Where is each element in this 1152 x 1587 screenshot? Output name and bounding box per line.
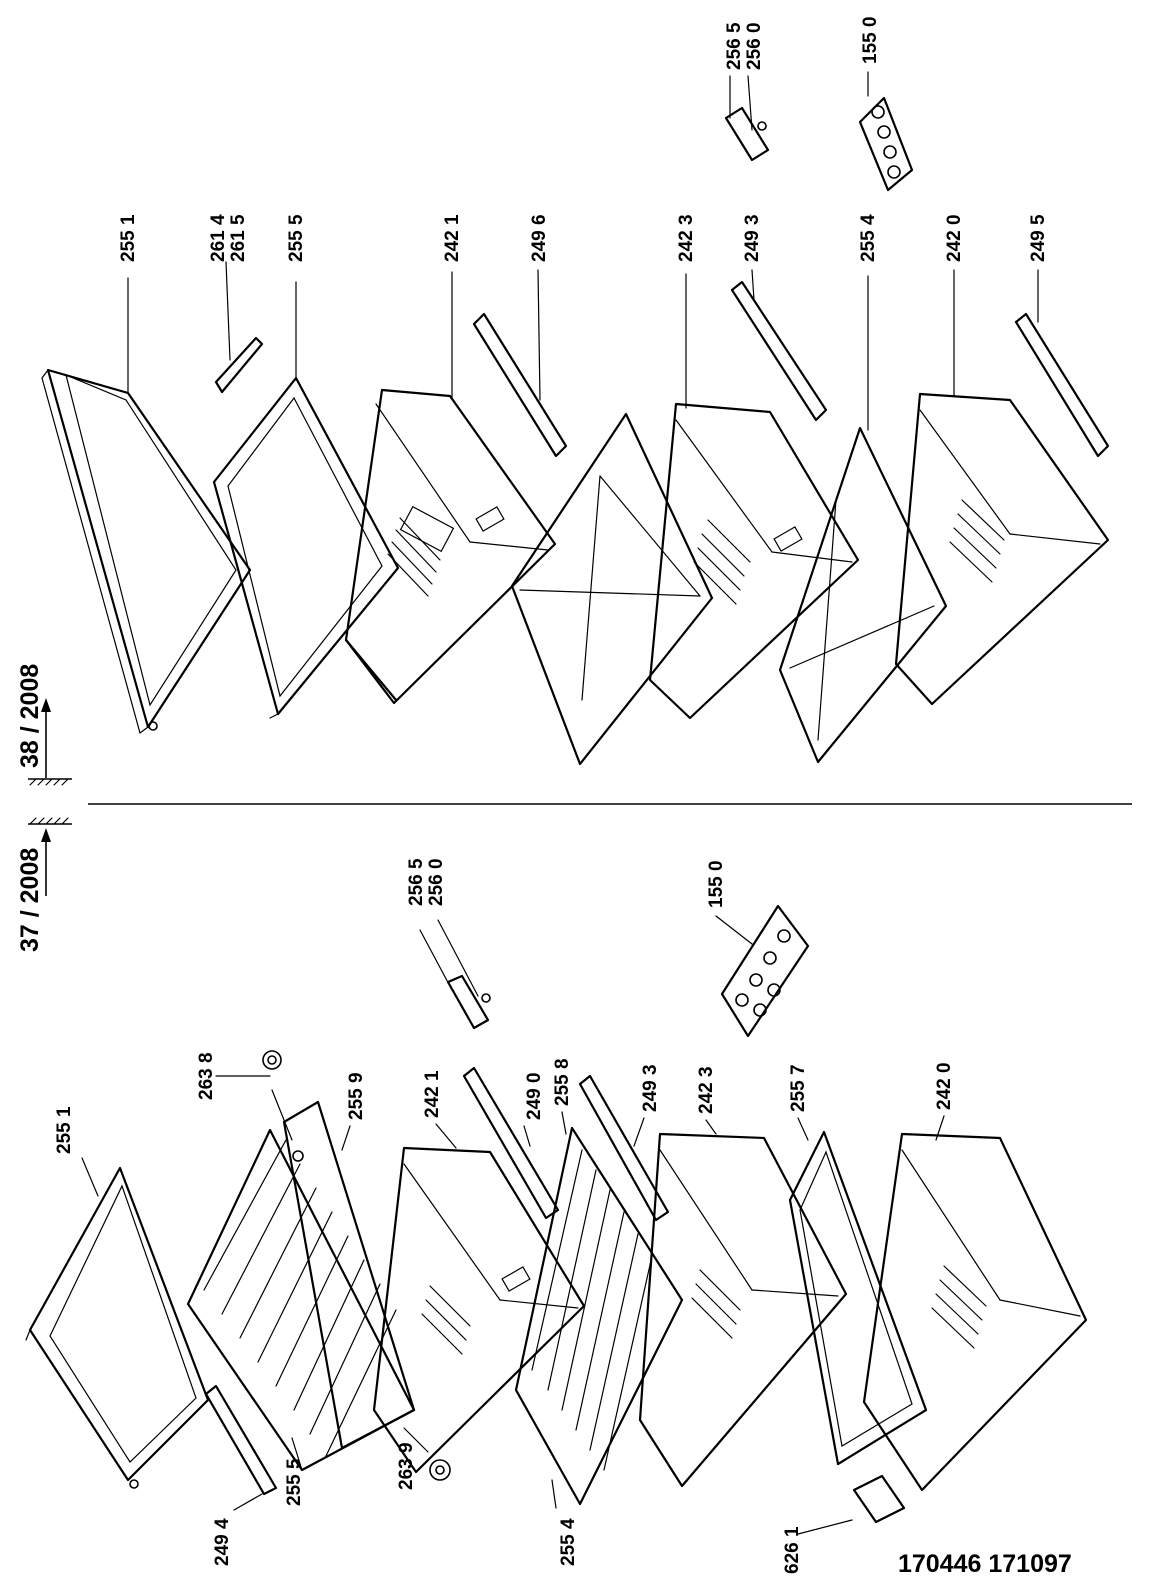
part-frame-255-9-lower <box>282 1100 416 1450</box>
label-242-1-upper: 242 1 <box>442 214 463 262</box>
revision-mark-lower: 37 / 2008 <box>16 817 72 952</box>
label-255-8-lower: 255 8 <box>552 1058 573 1106</box>
part-drawer-242-0-upper <box>894 392 1110 706</box>
label-242-3-lower: 242 3 <box>696 1066 717 1114</box>
label-255-5-upper: 255 5 <box>286 214 307 262</box>
part-rail-249-3-upper <box>730 280 828 422</box>
part-shelf-255-1-lower <box>25 1166 210 1489</box>
label-242-0-lower: 242 0 <box>934 1062 955 1110</box>
part-drawer-242-3-upper <box>648 402 860 720</box>
part-fitting-263-9-lower <box>429 1459 451 1481</box>
part-tray-242-3-upper-frame <box>510 412 714 766</box>
label-249-6-upper: 249 6 <box>529 214 550 262</box>
revision-upper-text: 38 / 2008 <box>16 664 44 768</box>
label-255-4-upper: 255 4 <box>858 214 879 262</box>
part-egg-tray-155-0-upper <box>858 96 914 192</box>
label-242-1-lower: 242 1 <box>422 1070 443 1118</box>
label-242-0-upper: 242 0 <box>944 214 965 262</box>
label-249-3-lower: 249 3 <box>640 1064 661 1112</box>
label-249-3-upper: 249 3 <box>742 214 763 262</box>
part-tray-255-7-lower <box>788 1130 928 1466</box>
label-255-1-upper: 255 1 <box>118 214 139 262</box>
label-249-0-lower: 249 0 <box>524 1072 545 1120</box>
revision-lower-text: 37 / 2008 <box>16 848 44 952</box>
leader-lines <box>81 71 1039 1535</box>
label-255-9-lower: 255 9 <box>346 1072 367 1120</box>
label-155-0-lower: 155 0 <box>706 860 727 908</box>
label-249-5-upper: 249 5 <box>1028 214 1049 262</box>
part-rail-249-5-upper <box>1014 312 1110 458</box>
part-tray-255-4-upper <box>778 426 948 764</box>
label-263-9-lower: 263 9 <box>396 1442 417 1490</box>
part-drawer-242-0-lower <box>862 1132 1088 1492</box>
part-egg-tray-155-0-lower <box>720 904 810 1038</box>
label-261-5-upper: 261 5 <box>228 214 249 262</box>
label-249-4-lower: 249 4 <box>212 1518 233 1566</box>
label-256-5-lower: 256 5 <box>406 858 427 906</box>
part-rail-249-4-lower <box>204 1384 278 1496</box>
label-256-0-lower: 256 0 <box>426 858 447 906</box>
part-bracket-256-lower <box>446 974 491 1030</box>
part-shelf-255-8-lower <box>514 1126 684 1506</box>
part-drawer-242-1-upper <box>344 388 557 705</box>
label-255-5-lower: 255 5 <box>284 1458 305 1506</box>
part-clip-626-1-lower <box>852 1474 906 1524</box>
part-bracket-256-upper <box>724 106 770 162</box>
document-number: 170446 171097 <box>898 1550 1072 1578</box>
part-rail-249-3-lower <box>578 1074 670 1222</box>
label-263-8-lower: 263 8 <box>196 1052 217 1100</box>
label-626-1-lower: 626 1 <box>782 1526 803 1574</box>
part-drawer-242-1-lower <box>372 1146 586 1474</box>
label-242-3-upper: 242 3 <box>676 214 697 262</box>
label-255-7-lower: 255 7 <box>788 1064 809 1112</box>
part-fitting-263-8-lower <box>262 1050 282 1070</box>
revision-mark-upper: 38 / 2008 <box>16 664 72 786</box>
label-255-1-lower: 255 1 <box>54 1106 75 1154</box>
label-255-4-lower: 255 4 <box>558 1518 579 1566</box>
label-256-5-upper: 256 5 <box>724 22 745 70</box>
part-rail-249-6-upper <box>472 312 568 458</box>
part-rail-249-0-lower <box>462 1066 560 1220</box>
part-shelf-255-1-upper <box>41 368 252 734</box>
label-256-0-upper: 256 0 <box>744 22 765 70</box>
label-261-4-upper: 261 4 <box>208 214 229 262</box>
part-shelf-255-5-upper <box>212 376 400 719</box>
label-155-0-upper: 155 0 <box>860 16 881 64</box>
part-drawer-242-3-lower <box>638 1132 848 1488</box>
part-rail-261-upper <box>214 336 264 394</box>
